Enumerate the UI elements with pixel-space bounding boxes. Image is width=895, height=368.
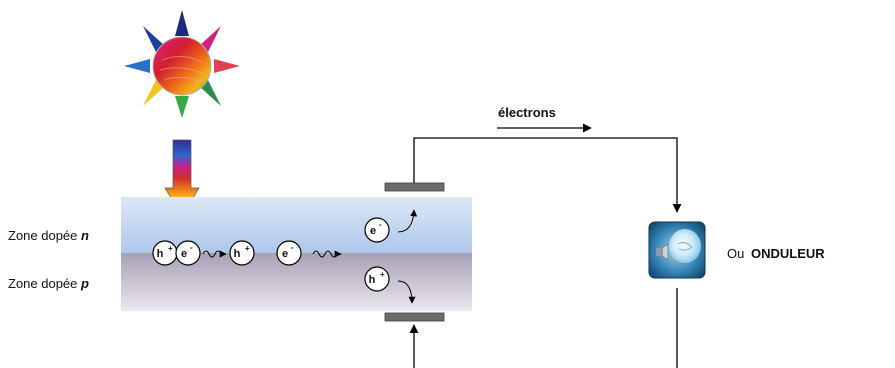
particle-electron: e - [276, 240, 302, 266]
hole-to-electrode-arrow [397, 280, 416, 304]
ou-label: Ou [727, 246, 744, 261]
particle-hole: h + [229, 240, 255, 266]
svg-text:h: h [234, 248, 241, 260]
sun-icon [124, 10, 240, 118]
photon-wave-arrow [202, 250, 227, 258]
particle-hole: h + [364, 266, 390, 292]
photon-wave-arrow [312, 250, 342, 258]
svg-text:+: + [168, 244, 173, 253]
svg-text:h: h [157, 248, 164, 260]
svg-text:-: - [190, 243, 193, 252]
top-electrode [384, 182, 445, 192]
zone-n-label: Zone dopée n [8, 228, 89, 243]
svg-text:-: - [291, 243, 294, 252]
svg-text:h: h [369, 274, 376, 286]
onduleur-label: ONDULEUR [751, 246, 825, 261]
svg-text:+: + [380, 270, 385, 279]
bottom-electrode [384, 312, 445, 322]
light-bulb-icon [648, 221, 706, 279]
circuit-wire [409, 123, 682, 368]
svg-text:-: - [379, 220, 382, 229]
particle-hole: h + [152, 240, 178, 266]
svg-text:e: e [282, 248, 288, 260]
particle-electron: e - [175, 240, 201, 266]
particle-electron: e - [364, 217, 390, 243]
electron-to-electrode-arrow [397, 209, 418, 233]
svg-text:+: + [245, 244, 250, 253]
zone-p-label: Zone dopée p [8, 276, 89, 291]
svg-text:e: e [181, 248, 187, 260]
electrons-label: électrons [498, 105, 556, 120]
svg-text:e: e [370, 225, 376, 237]
